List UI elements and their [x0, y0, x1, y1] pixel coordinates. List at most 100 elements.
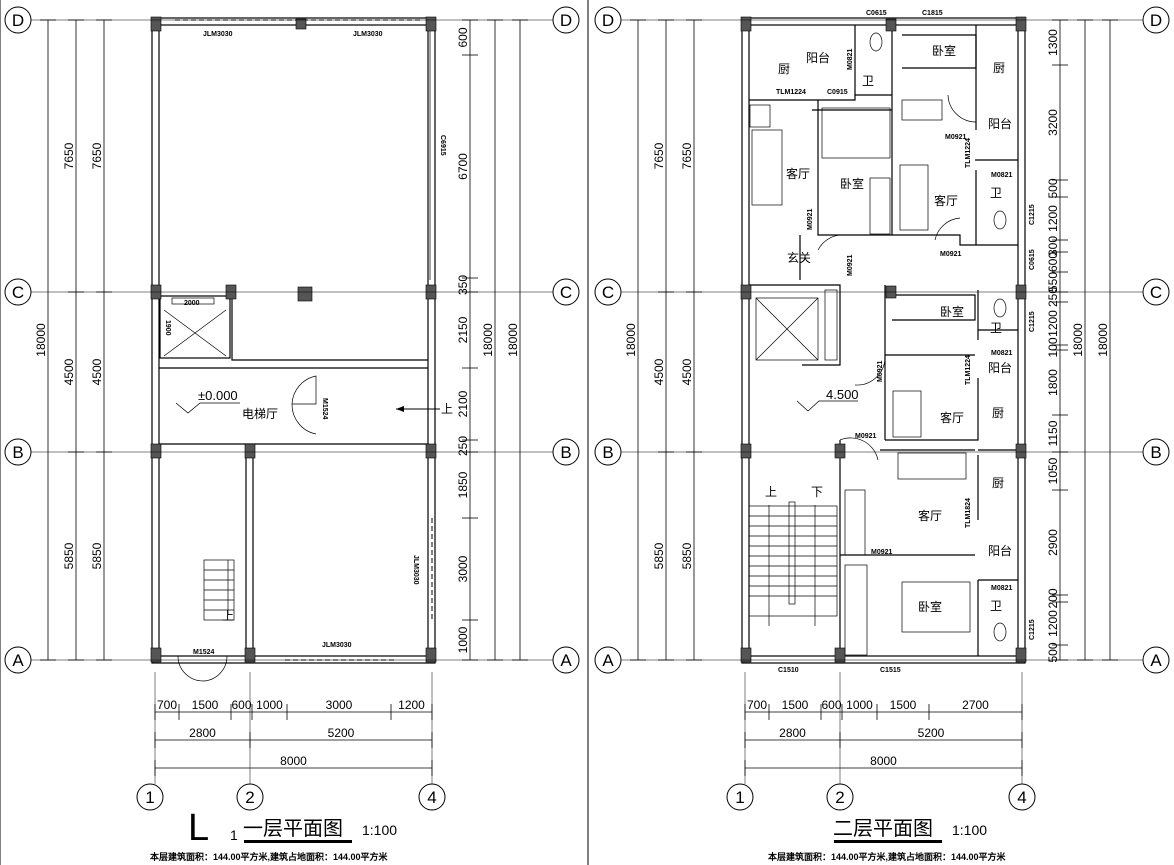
room-label: 客厅: [918, 508, 942, 523]
room-label: 卧室: [940, 304, 964, 319]
room-label: 阳台: [988, 116, 1012, 131]
dim-left-total-value: 18000: [34, 323, 48, 357]
grid-bubble-C-label: C: [602, 283, 614, 302]
grid-bubble-B-label: B: [602, 443, 613, 462]
dim-bottom-axis-value: 5200: [328, 726, 355, 740]
grid-bubble-B-circle: [4, 438, 32, 466]
dim-bottom-detail-value: 600: [821, 698, 841, 712]
wardrobe: [869, 177, 891, 235]
room-label: 电梯厅: [242, 407, 278, 421]
level-marker: [175, 402, 240, 414]
door-tag: M0921: [871, 549, 893, 556]
window-tag: C1515: [880, 667, 901, 674]
dim-right-detail-value: 250: [1046, 287, 1060, 307]
grid-bubble-D-circle: [4, 6, 32, 34]
hall-door-swing[interactable]: [291, 375, 317, 435]
section-marker: L: [188, 807, 209, 849]
room-label: 厨: [992, 406, 1004, 420]
door-tag: M0821: [991, 172, 1013, 179]
title-underline: [834, 840, 942, 843]
grid-bubble-C-label: C: [12, 283, 24, 302]
sofa: [751, 129, 783, 206]
room-label: 卫: [990, 599, 1002, 613]
section-marker-number: 1: [230, 827, 238, 843]
dim-bottom-detail-value: 1500: [782, 698, 809, 712]
room-label: 阳台: [988, 360, 1012, 375]
grid-bubble-A-label: A: [602, 651, 614, 670]
door-tag: TLM1824: [965, 498, 972, 528]
window-tag: C1215: [1029, 311, 1036, 332]
grid-bubble-2-label: 2: [835, 788, 844, 807]
elevator-cross: [163, 309, 227, 357]
toilet: [869, 32, 883, 52]
bed: [901, 581, 971, 633]
grid-bubble-C-circle: [552, 278, 580, 306]
interior-walls: [749, 25, 1018, 656]
dim-bottom-detail-value: 2700: [962, 698, 989, 712]
stair[interactable]: [203, 559, 235, 621]
dim-bottom-total-value: 8000: [870, 754, 897, 768]
dim-right-detail-value: 500: [1046, 178, 1060, 198]
grid-bubble-C-circle: [594, 278, 622, 306]
dim-right-detail-value: 3000: [456, 555, 470, 582]
grid-bubble-C-label: C: [1150, 283, 1162, 302]
room-label: 卧室: [932, 43, 956, 58]
plan-scale: 1:100: [952, 822, 987, 838]
grid-bubble-2-circle: [826, 783, 854, 811]
grid-bubble-D-label: D: [602, 11, 614, 30]
dim-bottom-detail-value: 3000: [326, 698, 353, 712]
dim-left-axis-value: 7650: [680, 142, 694, 169]
window-tag: C1215: [1029, 204, 1036, 225]
dim-bottom-detail-value: 1500: [192, 698, 219, 712]
door-tag: JLM3030: [412, 555, 419, 585]
up-arrowhead: [396, 406, 404, 412]
dim-right-detail-value: 200: [1046, 588, 1060, 608]
exterior-wall-inner: [748, 24, 1019, 657]
dim-bottom-detail-value: 600: [231, 698, 251, 712]
grid-bubble-D-label: D: [1150, 11, 1162, 30]
door-tag: M0921: [807, 208, 814, 230]
dim-right-detail-value: 500: [1046, 642, 1060, 662]
exterior-wall: [741, 17, 1026, 664]
stair[interactable]: [748, 501, 838, 626]
dim-right-detail-value: 1200: [1046, 310, 1060, 337]
dim-bottom-total-value: 8000: [280, 754, 307, 768]
toilet: [993, 298, 1007, 318]
room-label: 卫: [990, 186, 1002, 200]
dim-right-detail-value: 600: [1046, 252, 1060, 272]
dim-right-detail-value: 1150: [1046, 420, 1060, 446]
room-label: 卧室: [918, 599, 942, 614]
grid-bubble-C-circle: [1142, 278, 1170, 306]
dim-bottom-axis-value: 2800: [779, 726, 806, 740]
grid-bubble-2-label: 2: [245, 788, 254, 807]
structural-columns: [150, 16, 437, 663]
dim-left-axis-value: 7650: [652, 142, 666, 169]
stair-up-label: 上: [441, 402, 453, 416]
cabinet: [844, 489, 866, 556]
grid-bubble-A-circle: [552, 646, 580, 674]
room-label: 厨: [993, 61, 1005, 75]
window-tag: C0615: [1029, 249, 1036, 270]
grid-bubble-1-circle: [726, 783, 754, 811]
plan-title: 二层平面图: [833, 818, 933, 840]
door-tag: JLM3030: [322, 642, 352, 649]
dim-left-axis-value: 5850: [680, 542, 694, 569]
dim-left-total-value: 18000: [624, 323, 638, 357]
grid-bubble-C-circle: [4, 278, 32, 306]
room-label: 阳台: [988, 543, 1012, 558]
door-tag: M0921: [940, 251, 962, 258]
dim-left-axis-value: 4500: [652, 358, 666, 385]
room-label: 客厅: [934, 193, 958, 208]
dim-right-detail-value: 2900: [1046, 529, 1060, 556]
dim-right-total-value: 18000: [506, 323, 520, 357]
door-swings[interactable]: [817, 94, 977, 500]
grid-bubble-4-circle: [1008, 783, 1036, 811]
dim-right-detail-value: 600: [456, 27, 470, 47]
dim-right-detail-value: 300: [1046, 236, 1060, 256]
door-tag: M1524: [321, 398, 328, 420]
elevator-shaft: [755, 297, 819, 361]
dim-right-total-value: 18000: [1071, 323, 1085, 357]
second-floor-plan: 阳台 厨 卫 卧室 厨 阳台 客厅 卧室 客厅 卫 玄关 卧室 卫 阳台 客厅 …: [740, 10, 1036, 862]
dim-right-total-value: 18000: [481, 323, 495, 357]
